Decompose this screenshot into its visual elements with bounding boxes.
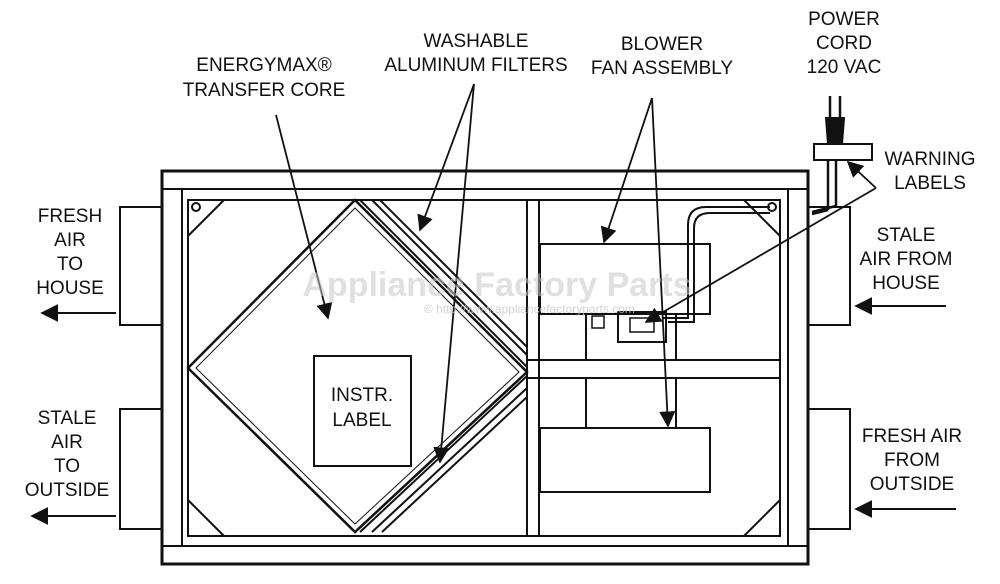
blower-assembly (539, 206, 770, 493)
cabinet-right-post (787, 188, 809, 547)
label-stale-from-house-1: STALE (877, 225, 936, 246)
junction-box-plate (629, 317, 655, 333)
cabinet-outer (160, 169, 810, 566)
duct-fresh-from-outside (807, 408, 851, 530)
label-filters-1: WASHABLE (424, 31, 529, 52)
bolt-tl (191, 202, 201, 212)
plug-prongs (828, 96, 842, 118)
mid-shelf (526, 359, 781, 379)
corner-braces (187, 199, 781, 537)
label-power-2: CORD (816, 33, 872, 54)
label-fresh-to-house-2: AIR (54, 230, 86, 251)
label-stale-to-outside-4: OUTSIDE (25, 480, 109, 501)
label-fresh-to-house-3: TO (57, 254, 83, 275)
leader-warning-box (644, 187, 877, 323)
core-diamond-inner (195, 207, 520, 525)
leader-core (275, 114, 333, 320)
blower-lower-housing (539, 427, 711, 493)
instr-label-line2: LABEL (332, 410, 391, 431)
transfer-core: INSTR. LABEL (186, 198, 529, 534)
cabinet-inner (187, 199, 781, 537)
leader-blower-lower (651, 97, 676, 428)
wire-conduit (662, 206, 770, 323)
duct-stale-to-outside (119, 408, 163, 530)
leader-lines (275, 83, 877, 464)
leader-warning-plate (846, 160, 877, 189)
label-stale-from-house-3: HOUSE (872, 273, 940, 294)
filter-upper (359, 199, 528, 368)
label-fresh-to-house-4: HOUSE (36, 278, 104, 299)
leader-filter-lower (433, 83, 475, 464)
label-blower-1: BLOWER (621, 34, 703, 55)
label-core-1: ENERGYMAX® (196, 55, 331, 76)
cabinet-left-post (161, 188, 183, 547)
warning-label-plate (813, 143, 873, 161)
label-power-3: 120 VAC (807, 57, 882, 78)
plug (824, 117, 846, 145)
blower-lower-top (585, 377, 677, 429)
cabinet (160, 169, 810, 566)
label-filters-2: ALUMINUM FILTERS (384, 55, 567, 76)
divider-post (526, 199, 540, 537)
airflow-arrows (30, 297, 956, 525)
leader-blower-upper (600, 97, 653, 244)
switch (591, 315, 605, 329)
label-stale-to-outside-3: TO (54, 456, 80, 477)
label-fresh-from-outside-2: FROM (884, 450, 940, 471)
label-fresh-to-house-1: FRESH (38, 206, 102, 227)
watermark-url: © http://www.appliancefactoryparts.com (424, 302, 635, 316)
cord (811, 160, 838, 216)
label-core-2: TRANSFER CORE (183, 80, 346, 101)
callout-text: ENERGYMAX® TRANSFER CORE WASHABLE ALUMIN… (25, 9, 976, 501)
power-cord (811, 96, 873, 216)
instr-label-line1: INSTR. (331, 385, 393, 406)
instr-label-box (313, 355, 412, 467)
label-fresh-from-outside-1: FRESH AIR (862, 426, 962, 447)
label-warning-1: WARNING (884, 149, 975, 170)
cabinet-bottom-rail (161, 545, 809, 565)
label-stale-to-outside-1: STALE (38, 408, 97, 429)
watermark-text: Appliance Factory Parts (302, 266, 691, 304)
core-diamond (186, 198, 529, 534)
label-warning-2: LABELS (894, 173, 966, 194)
label-stale-from-house-2: AIR FROM (860, 249, 953, 270)
label-power-1: POWER (808, 9, 880, 30)
leader-filter-upper (417, 83, 475, 232)
label-fresh-from-outside-3: OUTSIDE (870, 474, 954, 495)
label-stale-to-outside-2: AIR (51, 432, 83, 453)
duct-collars (119, 206, 851, 530)
filters (359, 199, 528, 533)
cabinet-top-rail (161, 170, 809, 190)
junction-box (617, 311, 667, 343)
label-blower-2: FAN ASSEMBLY (591, 58, 734, 79)
blower-upper-base (585, 313, 677, 361)
duct-fresh-to-house (119, 206, 163, 326)
